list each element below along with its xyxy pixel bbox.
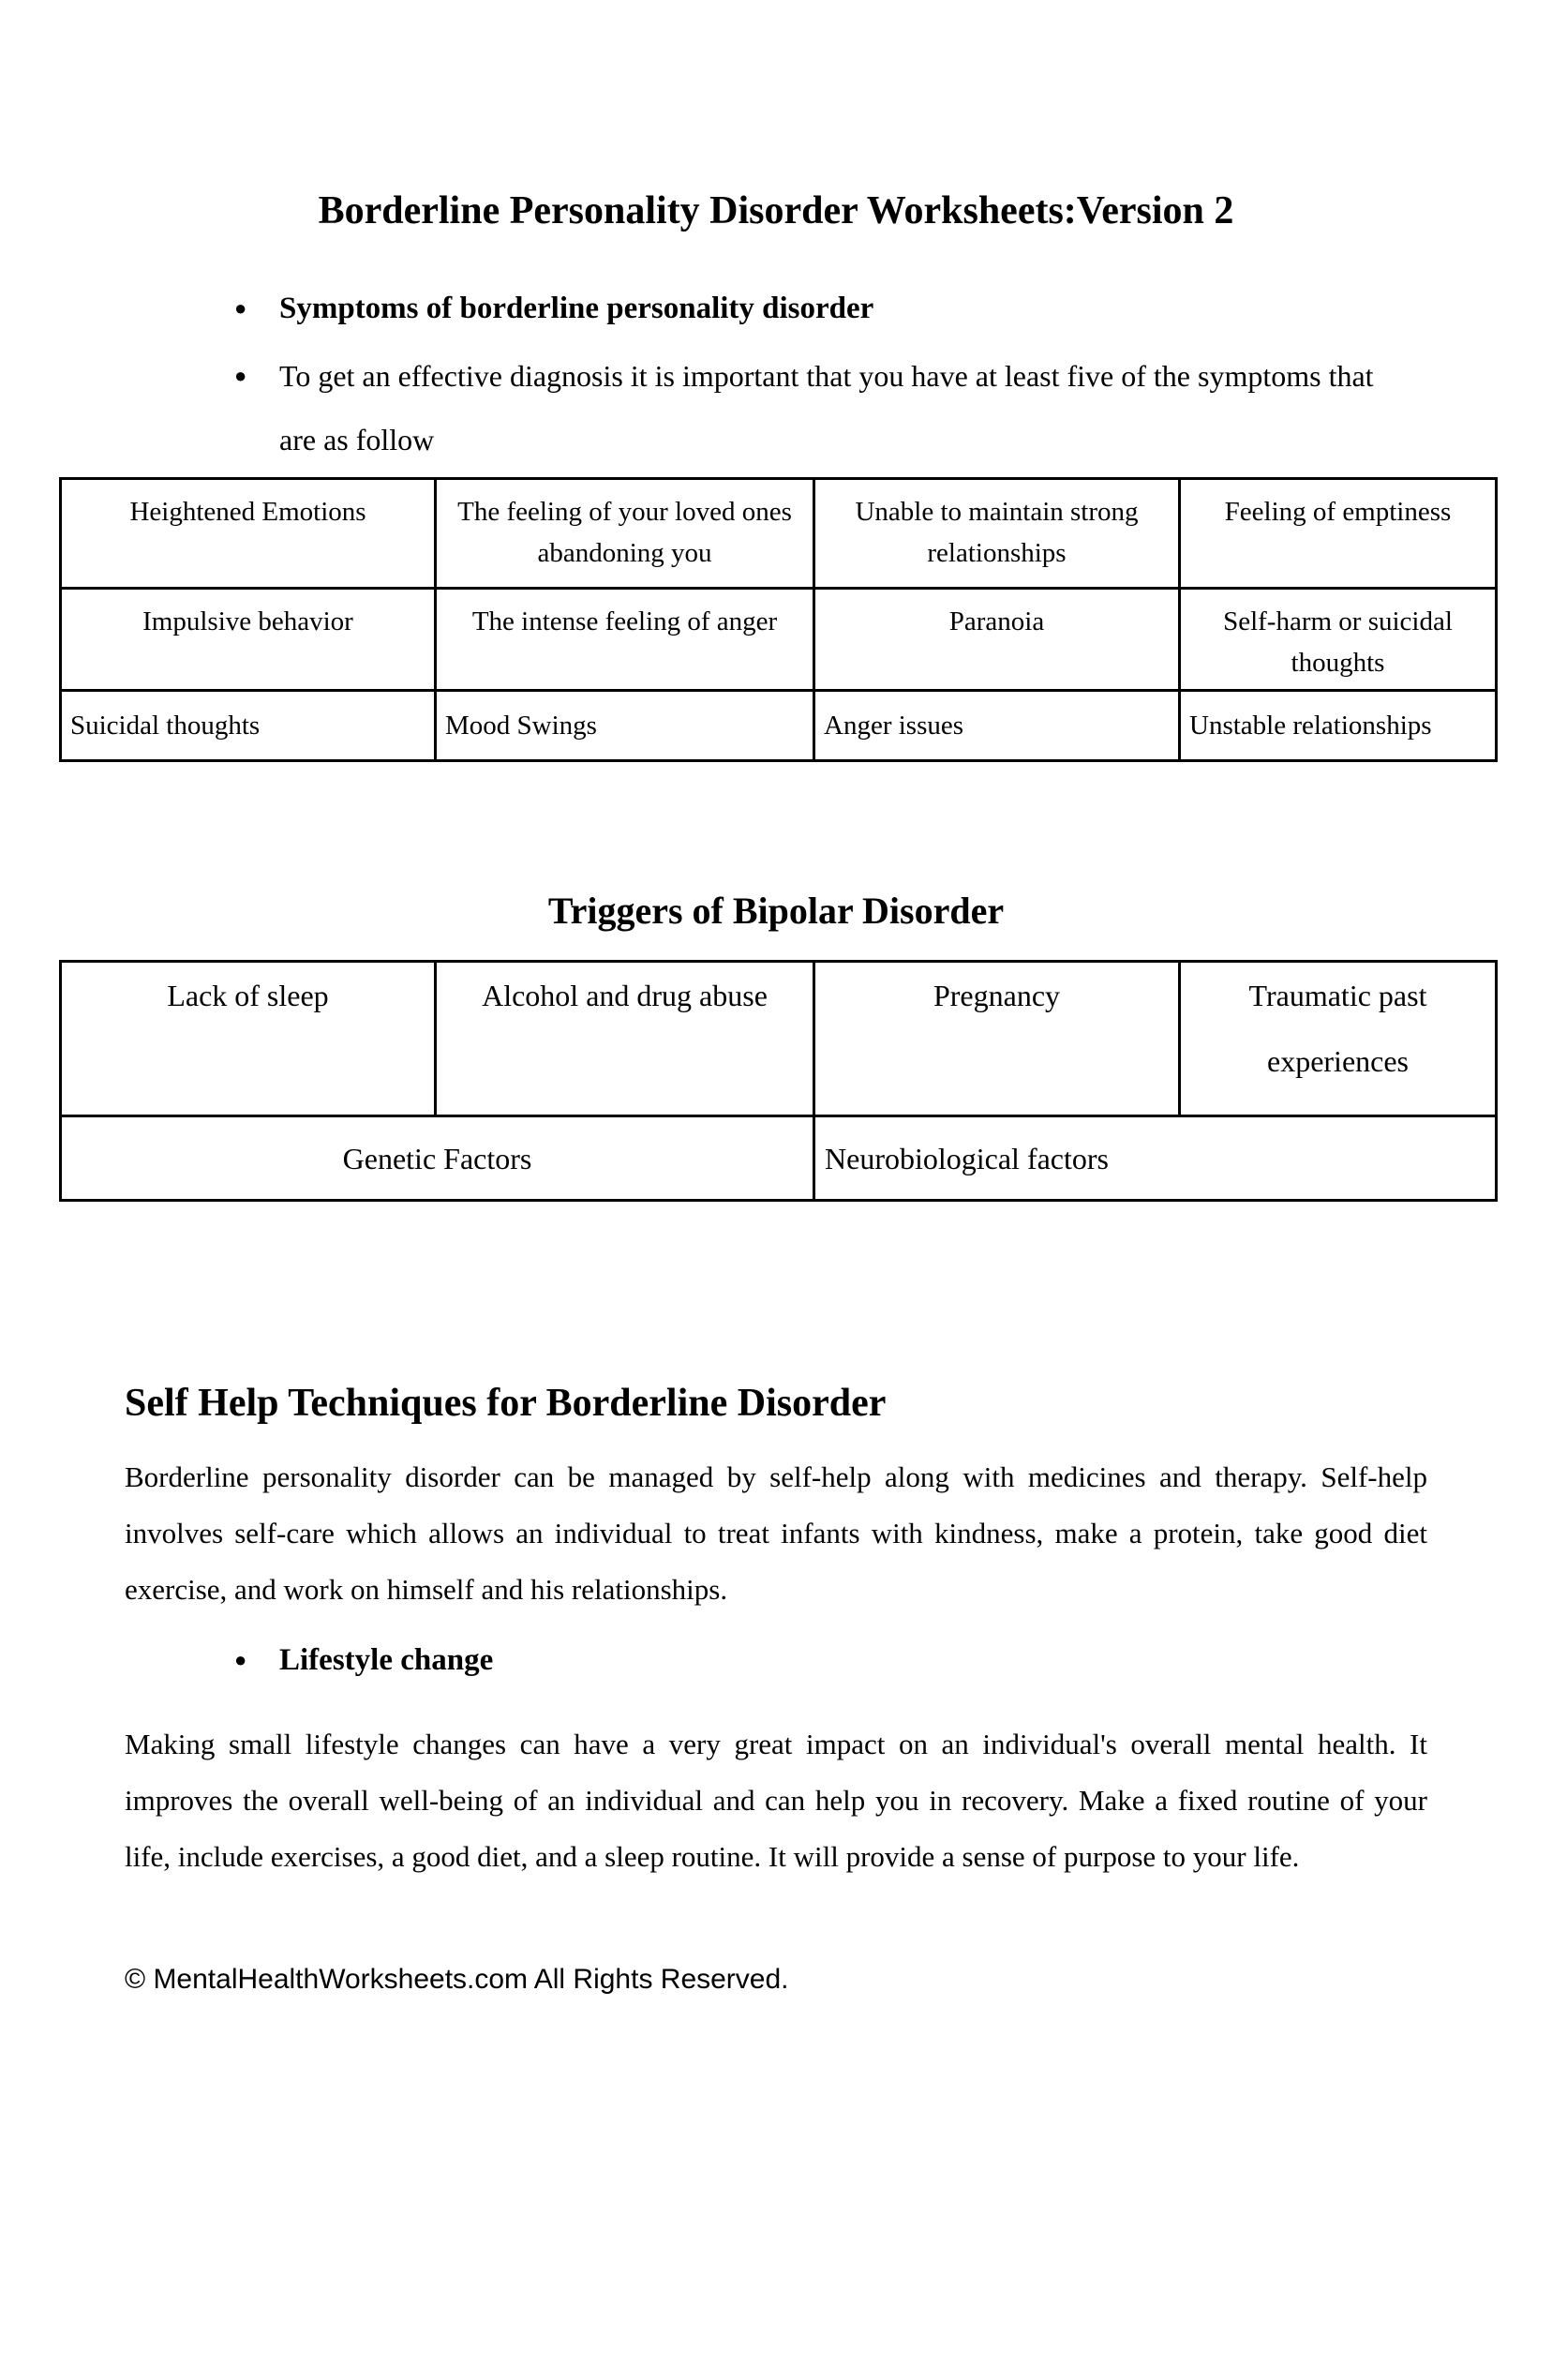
symptoms-table: Heightened Emotions The feeling of your … [59,477,1498,762]
table-row: Heightened Emotions The feeling of your … [59,477,1498,590]
symptom-cell: Feeling of emptiness [1178,477,1498,590]
list-item: ● To get an effective diagnosis it is im… [234,344,1552,472]
list-item: ● Lifestyle change [234,1637,1552,1684]
symptom-cell: The intense feeling of anger [434,587,815,692]
bullet-dot-icon: ● [234,364,247,387]
lifestyle-bullet-label: Lifestyle change [279,1643,494,1677]
lifestyle-paragraph: Making small lifestyle changes can have … [125,1728,1427,1873]
triggers-table: Lack of sleep Alcohol and drug abuse Pre… [59,960,1498,1202]
page-title: Borderline Personality Disorder Workshee… [318,189,1234,232]
diagnosis-note-text: To get an effective diagnosis it is impo… [279,359,1374,457]
symptom-cell: Suicidal thoughts [59,689,437,762]
bullet-dot-icon: ● [234,1648,247,1671]
trigger-cell-genetic: Genetic Factors [59,1115,815,1202]
symptom-cell: Impulsive behavior [59,587,437,692]
symptoms-bullet-list: ● Symptoms of borderline personality dis… [234,286,1552,472]
symptom-cell: Unable to maintain strong relationships [813,477,1181,590]
table-row: Genetic Factors Neurobiological factors [59,1115,1498,1202]
symptom-cell: Mood Swings [434,689,815,762]
table-row: Lack of sleep Alcohol and drug abuse Pre… [59,960,1498,1117]
table-row: Suicidal thoughts Mood Swings Anger issu… [59,689,1498,762]
symptom-cell: Paranoia [813,587,1181,692]
worksheet-page: Borderline Personality Disorder Workshee… [0,187,1552,2380]
symptom-cell: Unstable relationships [1178,689,1498,762]
trigger-cell: Lack of sleep [59,960,437,1117]
trigger-cell: Alcohol and drug abuse [434,960,815,1117]
symptom-cell: Heightened Emotions [59,477,437,590]
trigger-cell: Traumatic past experiences [1178,960,1498,1117]
selfhelp-intro-paragraph: Borderline personality disorder can be m… [125,1460,1427,1606]
copyright-footer: © MentalHealthWorksheets.com All Rights … [125,1964,789,1995]
list-item: ● Symptoms of borderline personality dis… [234,286,1552,331]
selfhelp-heading: Self Help Techniques for Borderline Diso… [125,1382,887,1425]
symptom-cell: The feeling of your loved ones abandonin… [434,477,815,590]
symptom-cell: Anger issues [813,689,1181,762]
bullet-dot-icon: ● [234,296,247,320]
table-row: Impulsive behavior The intense feeling o… [59,587,1498,692]
trigger-cell-neurobiological: Neurobiological factors [813,1115,1498,1202]
symptom-cell: Self-harm or suicidal thoughts [1178,587,1498,692]
trigger-cell: Pregnancy [813,960,1181,1117]
triggers-heading: Triggers of Bipolar Disorder [547,890,1005,932]
symptoms-bullet-label: Symptoms of borderline personality disor… [279,292,874,325]
